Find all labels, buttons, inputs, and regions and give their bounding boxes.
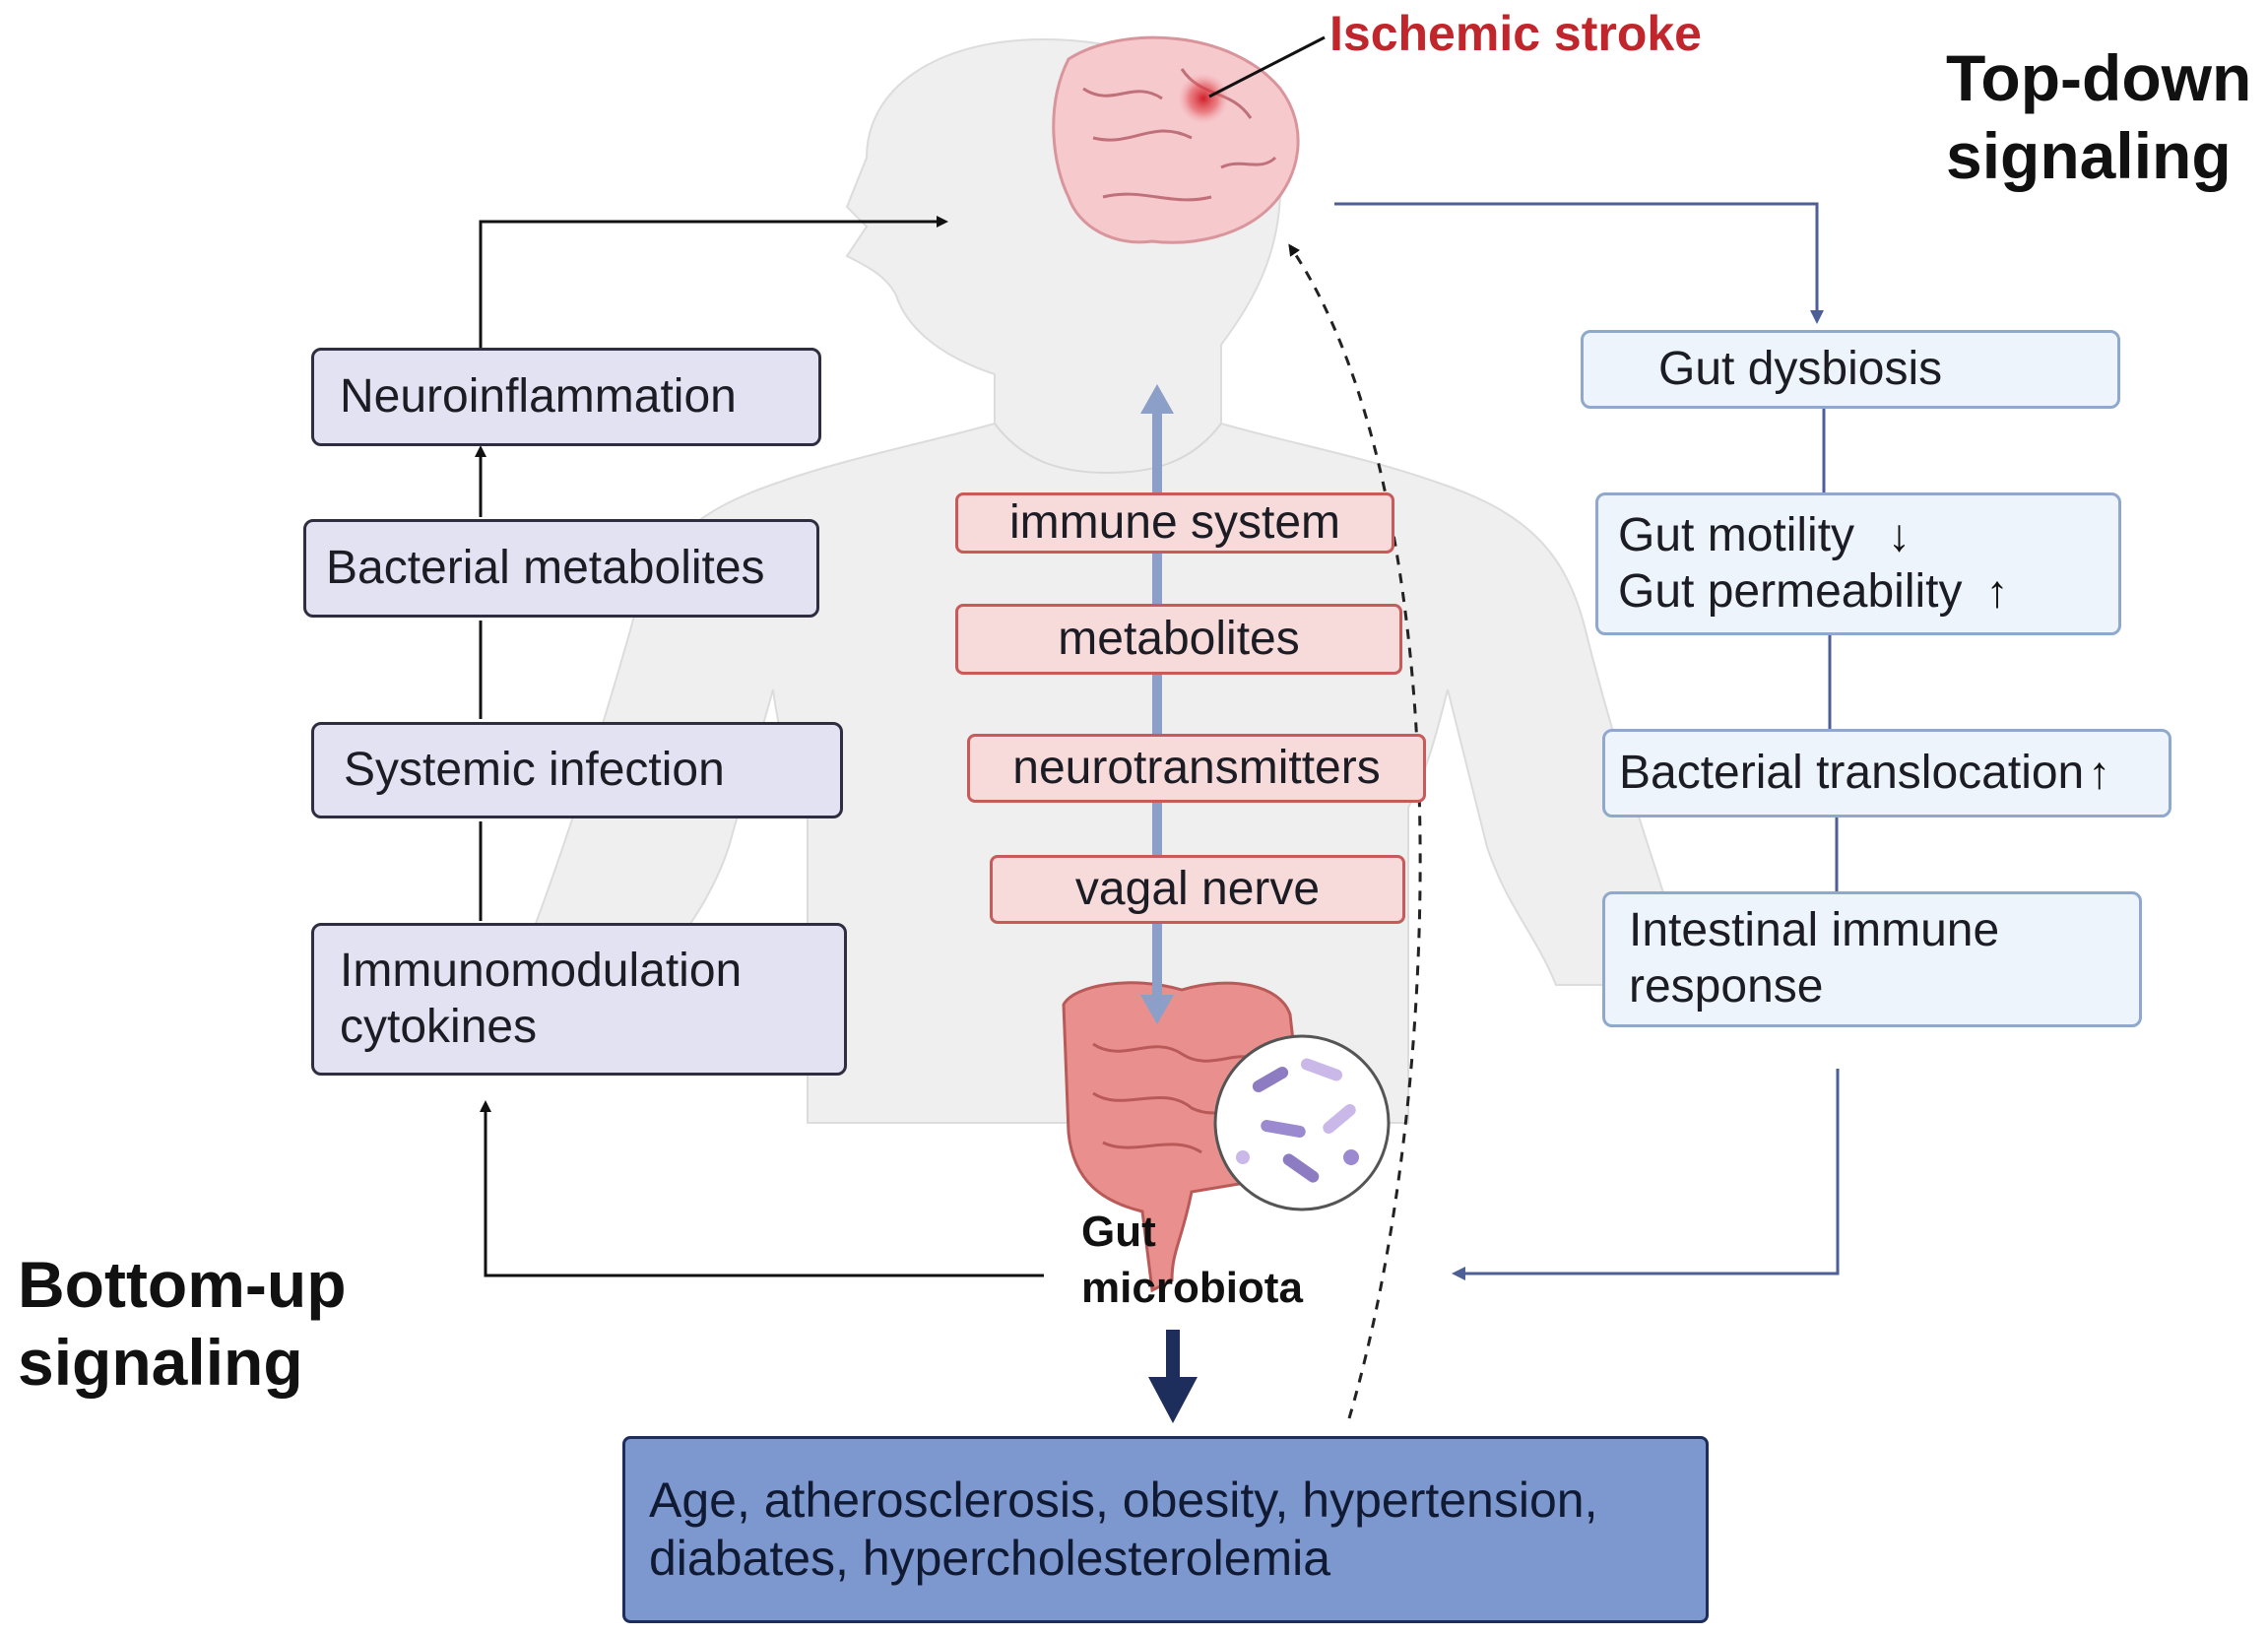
gut-motility-permeability-box: Gut motility↓ Gut permeability↑ [1595, 492, 2121, 635]
decrease-arrow-icon: ↓ [1888, 508, 1912, 560]
metabolites-box: metabolites [955, 604, 1402, 675]
ischemic-stroke-label: Ischemic stroke [1329, 6, 1702, 61]
top-down-connectors [1334, 202, 1840, 1280]
increase-arrow-icon: ↑ [1985, 564, 2009, 617]
systemic-infection-box: Systemic infection [311, 722, 843, 818]
risk-factors-box: Age, atherosclerosis, obesity, hypertens… [622, 1436, 1709, 1623]
bacterial-metabolites-box: Bacterial metabolites [303, 519, 819, 618]
stroke-lesion-marker [1178, 73, 1229, 124]
bottom-up-connectors [475, 216, 1044, 1277]
gut-to-risk-factors-arrow-shaft [1166, 1330, 1180, 1381]
gut-dysbiosis-box: Gut dysbiosis [1581, 330, 2120, 409]
brain-illustration [1052, 35, 1326, 244]
microbiota-magnifier [1213, 1034, 1391, 1211]
gut-to-risk-factors-arrow-head [1148, 1377, 1198, 1423]
bottom-up-signaling-heading: Bottom-up signaling [18, 1248, 347, 1400]
gut-microbiota-label: Gut microbiota [1081, 1208, 1303, 1313]
increase-arrow-icon: ↑ [2088, 746, 2111, 798]
stroke-pointer-line [1208, 35, 1326, 98]
neurotransmitters-box: neurotransmitters [967, 734, 1426, 803]
bacterial-translocation-box: Bacterial translocation↑ [1602, 729, 2171, 818]
immunomodulation-cytokines-box: Immunomodulation cytokines [311, 923, 847, 1076]
vagal-nerve-box: vagal nerve [990, 855, 1405, 924]
immune-system-box: immune system [955, 492, 1394, 554]
intestinal-immune-response-box: Intestinal immune response [1602, 891, 2142, 1027]
top-down-signaling-heading: Top-down signaling [1946, 41, 2252, 193]
neuroinflammation-box: Neuroinflammation [311, 348, 821, 446]
